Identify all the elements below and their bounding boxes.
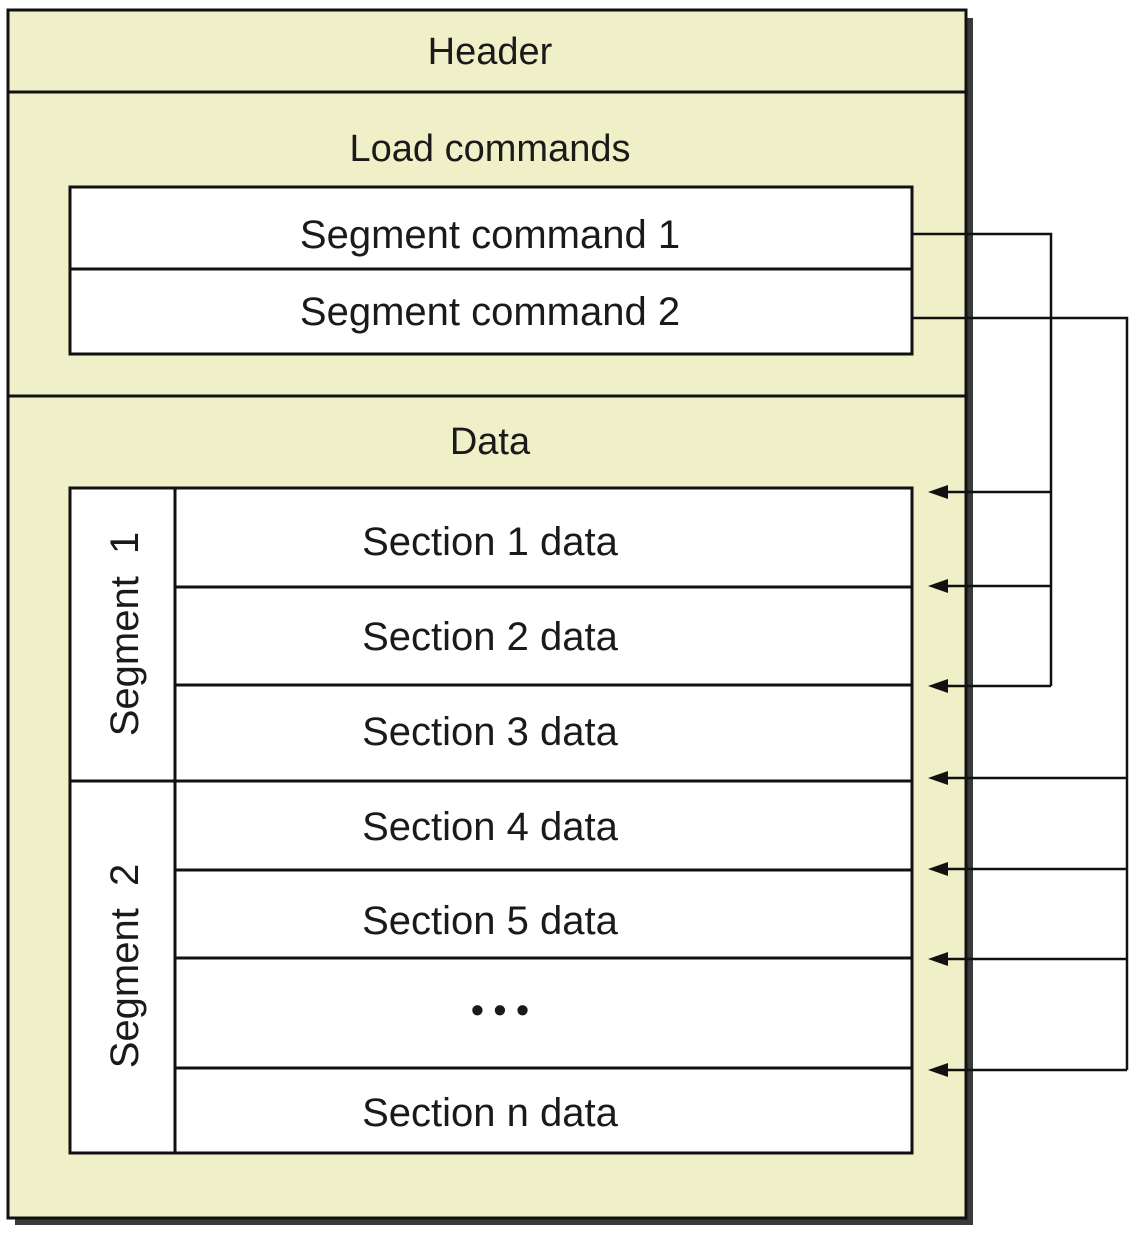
header-panel: Header: [6, 8, 968, 94]
section-row-5: Section 5 data: [362, 899, 618, 943]
arrowhead-icon: [928, 579, 948, 593]
section-2-label: Section 2 data: [362, 615, 618, 659]
arrowhead-icon: [928, 1063, 948, 1077]
header-label: Header: [428, 31, 553, 73]
section-row-1: Section 1 data: [362, 520, 618, 564]
segment-command-2-label: Segment command 2: [300, 290, 680, 334]
data-panel: Data Segment 1 Segment 2 Section 1 data …: [6, 394, 968, 1220]
section-4-label: Section 4 data: [362, 805, 618, 849]
load-commands-label: Load commands: [350, 128, 631, 170]
arrowhead-icon: [928, 862, 948, 876]
section-5-label: Section 5 data: [362, 899, 618, 943]
section-1-label: Section 1 data: [362, 520, 618, 564]
segment-2-trunk: [912, 316, 1129, 1070]
arrowheads: [928, 485, 948, 1077]
arrowhead-icon: [928, 952, 948, 966]
section-ellipsis-label: • • •: [471, 989, 529, 1030]
section-row-ellipsis: • • •: [471, 989, 529, 1030]
arrowhead-icon: [928, 679, 948, 693]
load-commands-panel: Load commands Segment command 1 Segment …: [6, 90, 968, 398]
section-row-3: Section 3 data: [362, 710, 618, 754]
segment-1-trunk: [912, 232, 1053, 686]
segment-1-connectors: [912, 232, 1053, 688]
segment-1-label: Segment 1: [103, 532, 147, 737]
segment-2-connectors: [912, 316, 1129, 1072]
section-row-4: Section 4 data: [362, 805, 618, 849]
section-3-label: Section 3 data: [362, 710, 618, 754]
section-row-2: Section 2 data: [362, 615, 618, 659]
segment-command-1-label: Segment command 1: [300, 213, 680, 257]
arrowhead-icon: [928, 771, 948, 785]
segment-command-2-box: [68, 267, 914, 356]
segment-command-1-box: [68, 185, 914, 271]
header-box: [6, 8, 968, 94]
section-row-n: Section n data: [362, 1091, 618, 1135]
arrowhead-icon: [928, 485, 948, 499]
segments-container: [68, 486, 914, 1155]
section-n-label: Section n data: [362, 1091, 618, 1135]
data-label: Data: [450, 421, 531, 463]
segment-2-label: Segment 2: [103, 864, 147, 1069]
